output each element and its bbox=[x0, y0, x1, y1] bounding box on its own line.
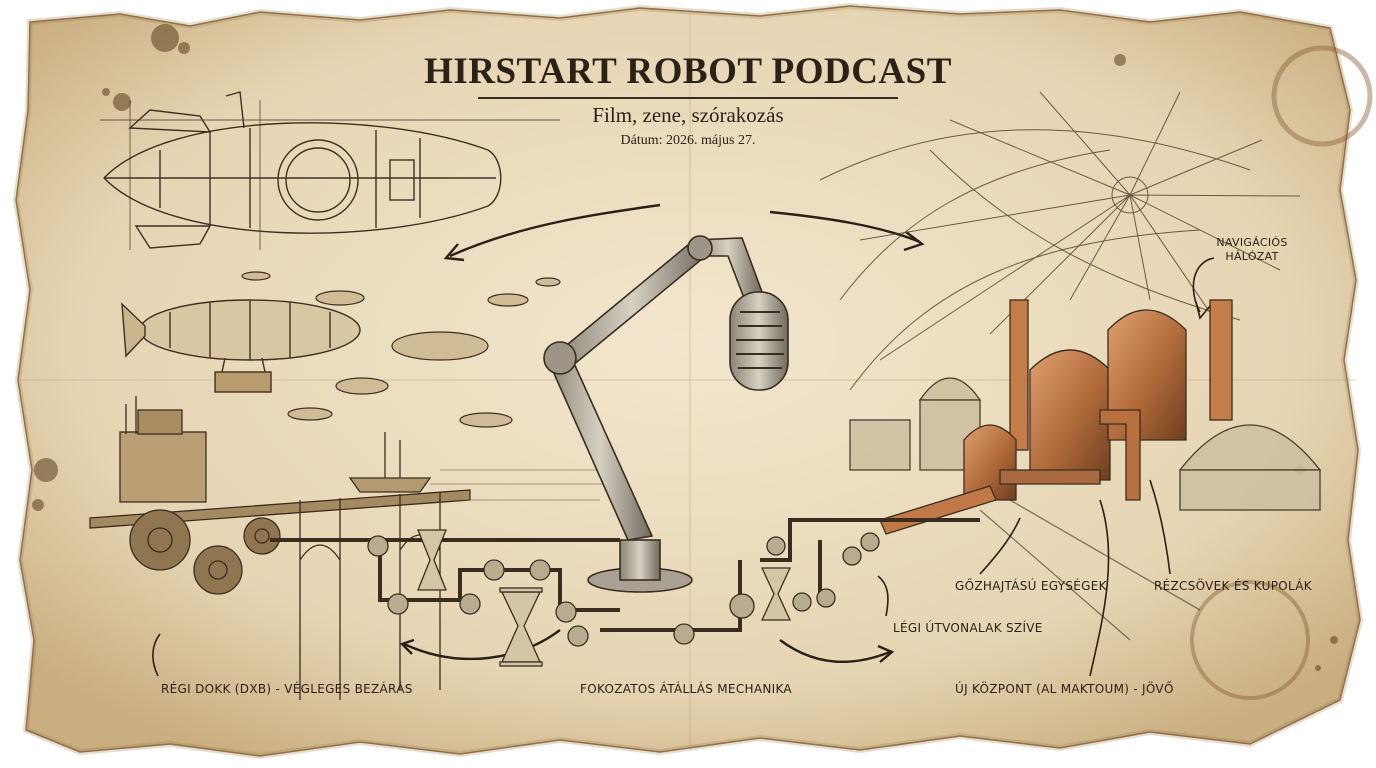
robot-microphone bbox=[543, 235, 789, 593]
page-title: HIRSTART ROBOT PODCAST bbox=[424, 51, 952, 92]
torn-paper bbox=[15, 5, 1361, 757]
flow-arrows bbox=[399, 203, 925, 663]
label-old-dock: RÉGI DOKK (DXB) - VÉGLEGES BEZÁRÁS bbox=[161, 682, 413, 696]
leader-lines bbox=[152, 257, 1215, 677]
title-divider bbox=[478, 97, 898, 99]
airship-blueprint bbox=[100, 91, 560, 250]
old-dock bbox=[89, 396, 471, 700]
copper-factory bbox=[849, 299, 1322, 641]
label-navigation-line2: HÁLÓZAT bbox=[1225, 250, 1279, 263]
zeppelin bbox=[121, 299, 361, 393]
label-new-center: ÚJ KÖZPONT (AL MAKTOUM) - JÖVŐ bbox=[955, 682, 1174, 696]
label-navigation-network: NAVIGÁCIÓS HÁLÓZAT bbox=[1192, 236, 1312, 264]
label-steam-units: GŐZHAJTÁSÚ EGYSÉGEK bbox=[955, 579, 1107, 593]
label-gradual-transition: FOKOZATOS ÁTÁLLÁS MECHANIKA bbox=[580, 682, 792, 696]
label-copper-pipes: RÉZCSÖVEK ÉS KUPOLÁK bbox=[1154, 579, 1312, 593]
hourglasses bbox=[417, 529, 792, 667]
page-subtitle: Film, zene, szórakozás bbox=[592, 103, 784, 127]
label-navigation-line1: NAVIGÁCIÓS bbox=[1216, 236, 1288, 249]
transition-mechanism bbox=[270, 518, 980, 647]
navigation-network bbox=[819, 91, 1301, 391]
label-air-routes: LÉGI ÚTVONALAK SZÍVE bbox=[893, 621, 1043, 635]
flying-ships bbox=[241, 271, 561, 428]
date-line: Dátum: 2026. május 27. bbox=[620, 133, 756, 148]
